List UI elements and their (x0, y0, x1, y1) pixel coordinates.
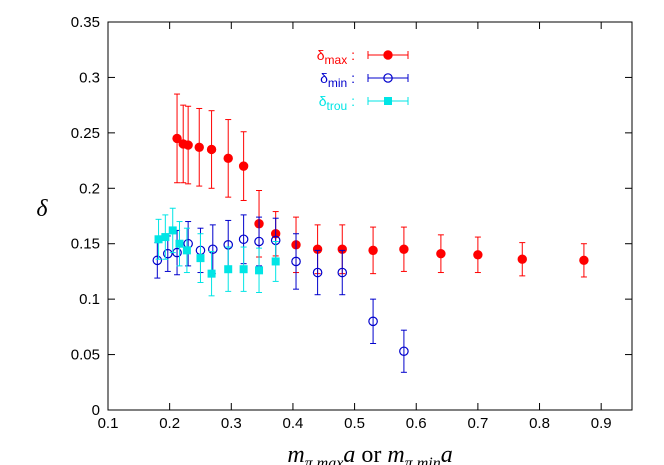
legend: δmax : δmin : δtrou : (317, 47, 409, 113)
legend-label: δmin : (320, 70, 355, 90)
data-point (206, 144, 217, 155)
data-point (161, 233, 170, 242)
x-tick-label: 0.6 (406, 415, 427, 432)
y-tick-label: 0.05 (71, 347, 100, 364)
y-tick-label: 0.1 (79, 291, 100, 308)
data-point (337, 267, 348, 278)
legend-marker (383, 50, 393, 60)
data-point (196, 254, 205, 263)
x-axis-ticks: 0.1 0.2 0.3 0.4 0.5 0.6 0.7 0.8 0.9 (98, 22, 612, 432)
data-point (194, 142, 204, 152)
x-tick-label: 0.9 (591, 415, 612, 432)
x-tick-label: 0.7 (467, 415, 488, 432)
data-point (579, 255, 589, 266)
data-point (152, 255, 163, 266)
x-tick-label: 0.8 (529, 415, 550, 432)
data-point (399, 346, 409, 357)
plot-frame (107, 21, 633, 411)
legend-marker (384, 97, 392, 105)
x-tick-label: 0.1 (98, 415, 119, 432)
series-max (172, 93, 589, 278)
data-point (399, 244, 409, 254)
data-series (152, 93, 589, 373)
data-point (238, 161, 249, 171)
series-trou (154, 207, 280, 297)
data-point (154, 235, 163, 244)
data-point (224, 265, 233, 274)
data-point (182, 246, 191, 255)
x-tick-label: 0.3 (221, 415, 242, 432)
data-point (223, 153, 233, 164)
y-axis-ticks: 0 0.05 0.1 0.15 0.2 0.25 0.3 0.35 (71, 14, 632, 419)
data-point (368, 316, 378, 327)
data-point (473, 250, 483, 260)
data-point (436, 248, 446, 259)
data-point (312, 267, 323, 278)
y-tick-label: 0.3 (79, 69, 100, 86)
data-point (291, 256, 301, 267)
data-point (238, 234, 249, 245)
legend-label: δtrou : (319, 93, 355, 113)
data-point (254, 236, 264, 247)
x-tick-label: 0.4 (283, 415, 304, 432)
y-axis-title: δ (36, 196, 48, 222)
y-tick-label: 0.25 (71, 125, 100, 142)
y-tick-label: 0 (92, 402, 100, 419)
data-point (168, 226, 177, 235)
x-axis-title: mπ maxa or mπ mina (287, 442, 452, 465)
y-tick-label: 0.15 (71, 236, 100, 253)
x-tick-label: 0.2 (159, 415, 180, 432)
data-point (255, 266, 264, 275)
y-tick-label: 0.2 (79, 180, 100, 197)
legend-label: δmax : (317, 47, 355, 67)
y-tick-label: 0.35 (71, 14, 100, 31)
data-point (368, 245, 378, 256)
data-point (271, 257, 280, 266)
x-tick-label: 0.5 (344, 415, 365, 432)
data-point (239, 265, 248, 274)
legend-marker (383, 73, 393, 83)
data-point (208, 244, 218, 255)
data-point (517, 254, 527, 264)
data-point (207, 269, 216, 278)
series-min (152, 214, 409, 373)
data-point (172, 133, 182, 144)
data-point (183, 140, 193, 150)
data-point (162, 248, 173, 259)
data-point (175, 239, 184, 248)
